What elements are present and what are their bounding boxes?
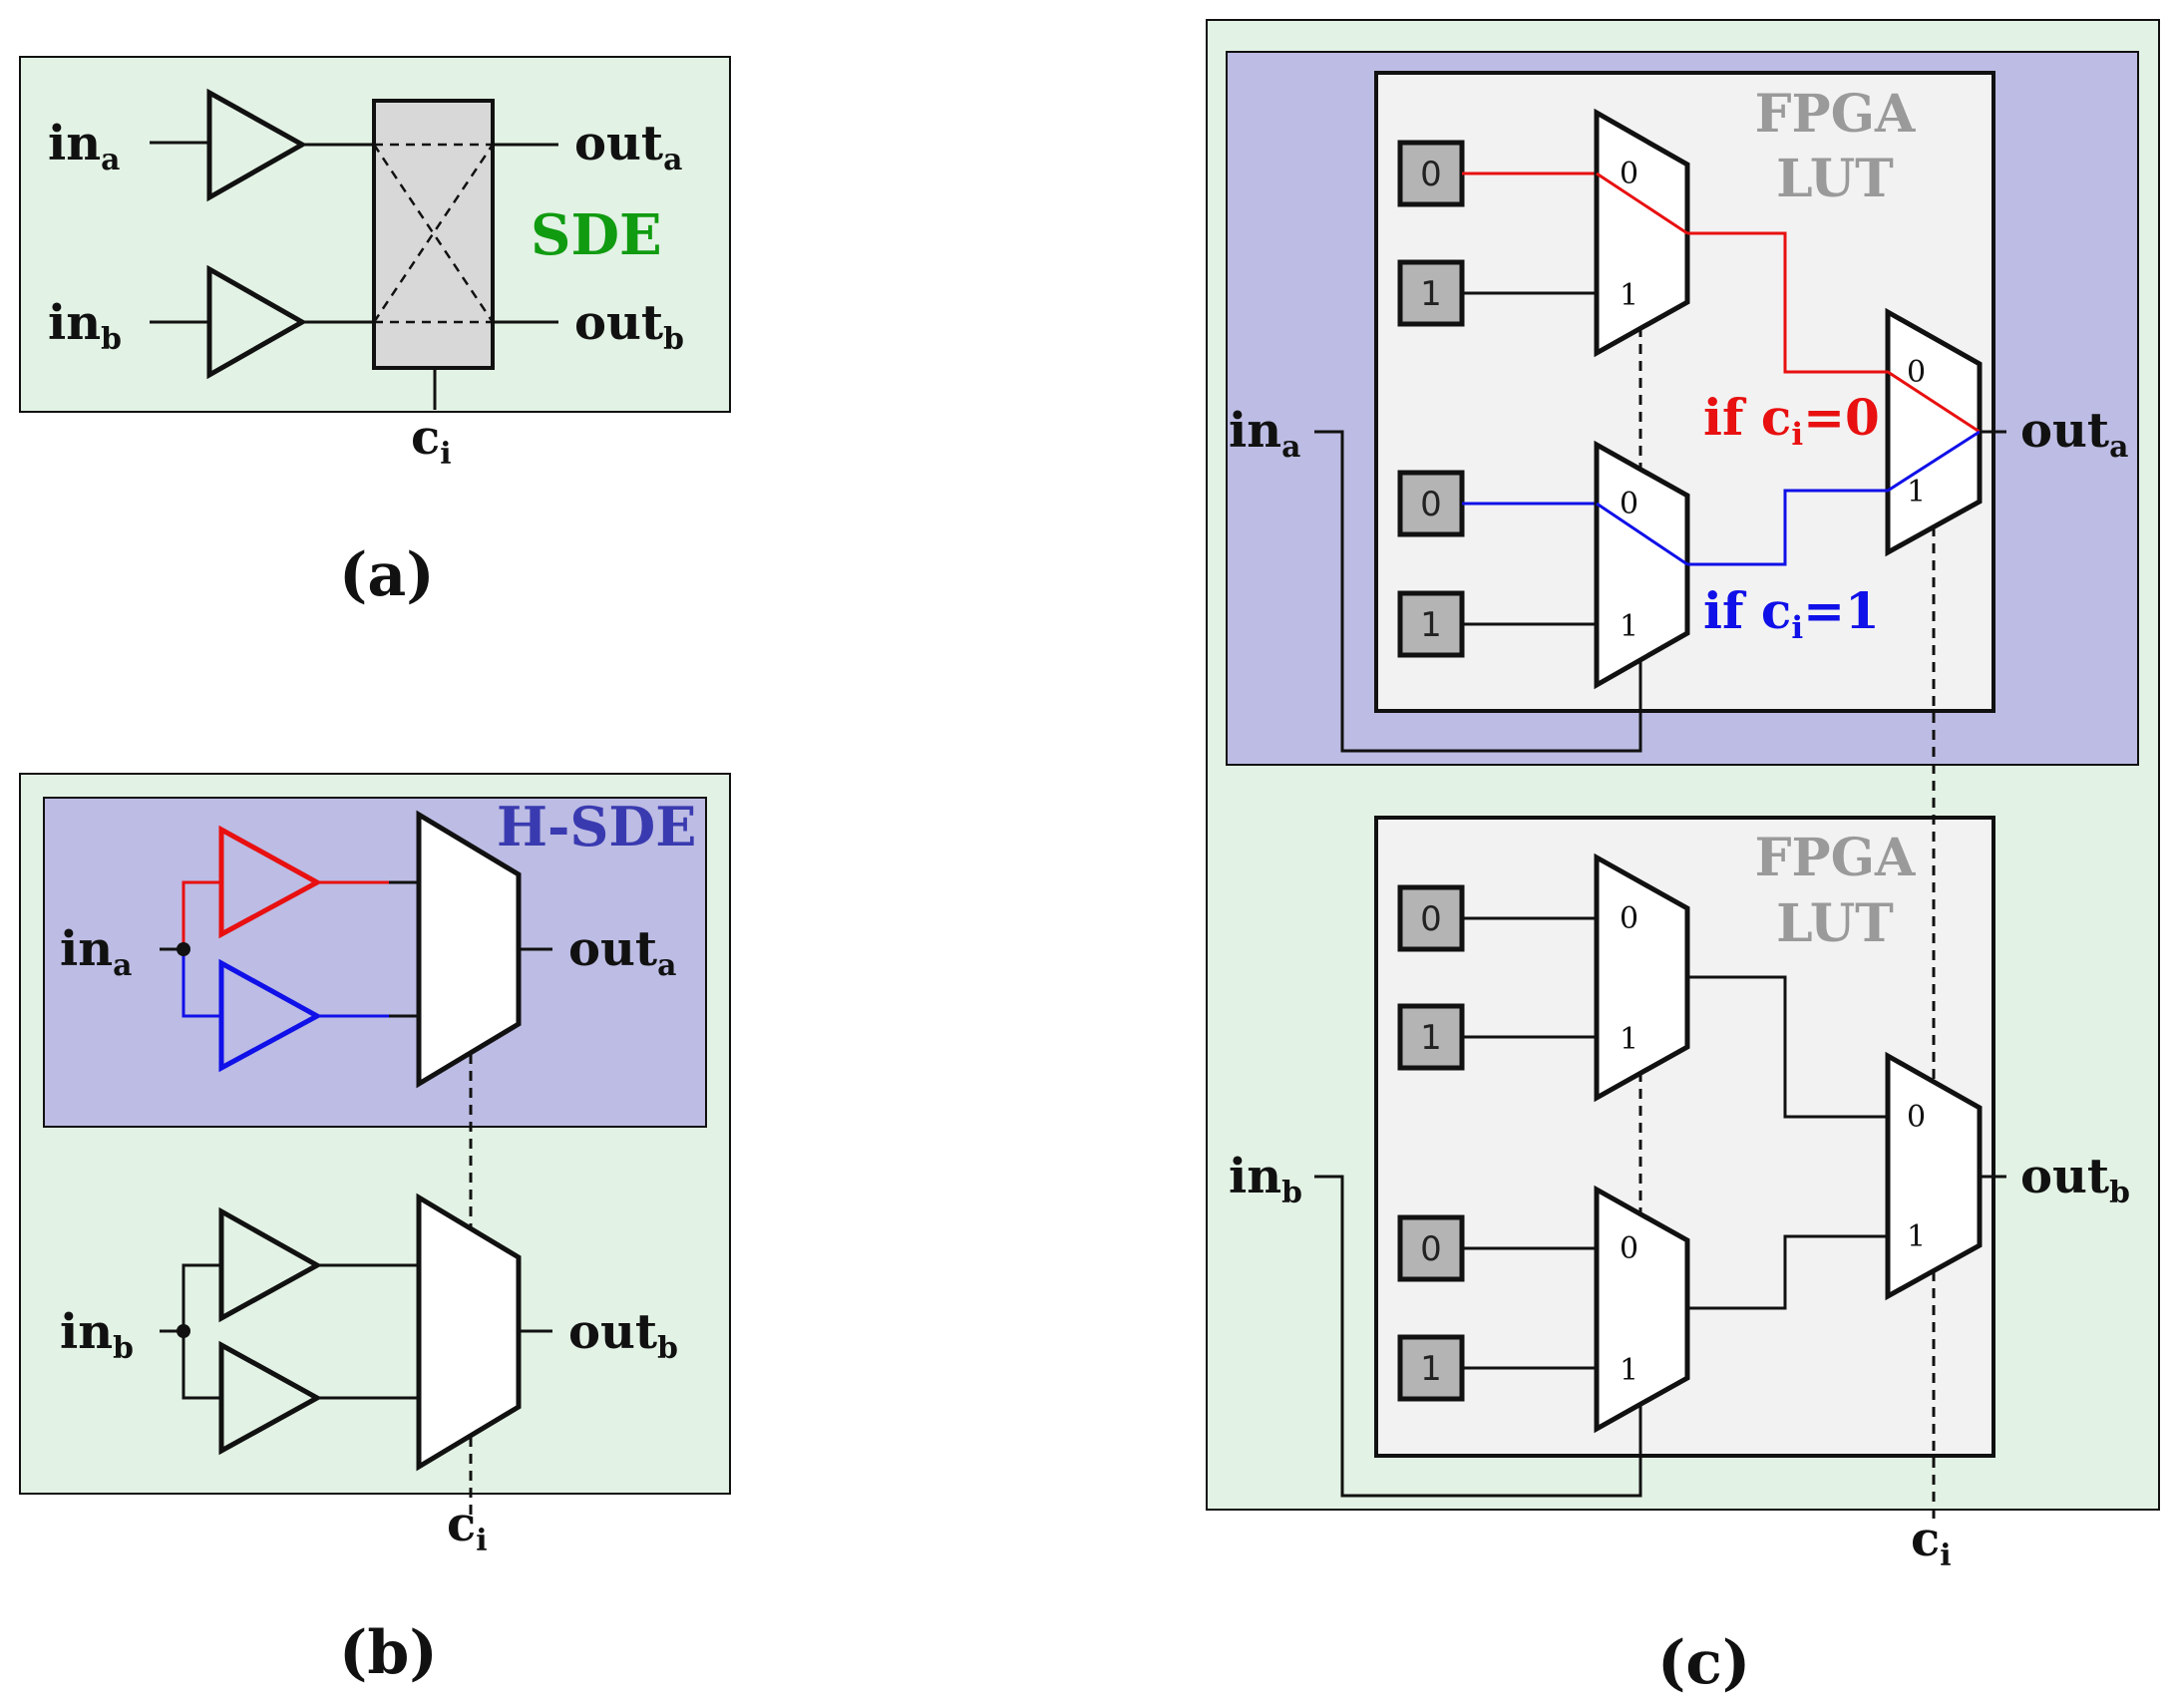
mux-input-label: 0 (1907, 355, 1926, 390)
input-a-label: ina (1229, 403, 1300, 465)
mux-input-label: 0 (1620, 487, 1638, 521)
control-label: ci (447, 1497, 488, 1558)
mux-icon (416, 1193, 522, 1472)
lut-title: LUT (1776, 149, 1894, 209)
mux-input-label: 0 (1620, 1231, 1638, 1266)
mux-icon (1594, 1185, 1690, 1434)
mux-input-label: 1 (1907, 475, 1926, 510)
panel-a-caption: (a) (339, 540, 435, 610)
condition-label-one: if ci=1 (1703, 581, 1880, 646)
bit-value: 1 (1420, 274, 1442, 314)
sde-tag: SDE (531, 202, 662, 268)
bit-cell (1397, 1003, 1465, 1071)
panel-b-caption: (b) (339, 1618, 438, 1688)
control-label: ci (411, 410, 452, 472)
bit-value: 0 (1420, 485, 1442, 524)
lut-title: FPGA (1755, 84, 1916, 145)
buffer-icon (206, 88, 308, 202)
bit-value: 0 (1420, 1229, 1442, 1269)
mux-input-label: 1 (1907, 1219, 1926, 1254)
bit-cell (1397, 884, 1465, 952)
bit-value: 1 (1420, 605, 1442, 645)
mux-input-label: 1 (1620, 278, 1638, 313)
bit-cell (1397, 1214, 1465, 1282)
junction-dot (177, 1324, 190, 1338)
mux-input-label: 1 (1620, 1353, 1638, 1388)
mux-input-label: 1 (1620, 1022, 1638, 1057)
mux-input-label: 0 (1907, 1100, 1926, 1135)
output-b-label: outb (2020, 1149, 2130, 1210)
mux-icon (1885, 1051, 1983, 1301)
output-b-label: outb (568, 1304, 678, 1366)
buffer-icon (218, 1206, 323, 1323)
mux-input-label: 1 (1620, 609, 1638, 644)
mux-icon (1594, 108, 1690, 358)
junction-dot (177, 942, 190, 956)
mux-icon (1885, 307, 1983, 557)
buffer-icon (218, 1340, 323, 1456)
output-a-label: outa (2020, 403, 2128, 465)
red-buffer-icon (218, 825, 323, 939)
input-a-label: ina (60, 921, 132, 983)
h-sde-tag: H-SDE (497, 795, 696, 858)
mux-input-label: 0 (1620, 901, 1638, 936)
lut-title: LUT (1776, 893, 1894, 954)
condition-label-zero: if ci=0 (1703, 388, 1880, 453)
panel-c-caption: (c) (1657, 1628, 1750, 1698)
bit-value: 0 (1420, 155, 1442, 194)
lut-title: FPGA (1755, 828, 1916, 888)
h-sde-block (43, 797, 707, 1128)
panel-c: FPGA LUT 0 1 0 1 0 1 0 1 0 1 if ci=0 if … (1206, 19, 2160, 1698)
blue-buffer-icon (218, 958, 323, 1073)
panel-a: ina inb outa outb SDE ci (a) (19, 56, 731, 610)
input-b-label: inb (1229, 1149, 1302, 1210)
input-b-label: inb (60, 1304, 134, 1366)
mux-input-label: 0 (1620, 157, 1638, 191)
bit-value: 1 (1420, 1349, 1442, 1389)
bit-cell (1397, 140, 1465, 207)
output-a-label: outa (574, 116, 682, 177)
bit-value: 1 (1420, 1018, 1442, 1058)
control-label: ci (1911, 1512, 1952, 1573)
bit-value: 0 (1420, 899, 1442, 939)
panel-b: H-SDE ina inb outa outb ci (b) (19, 773, 731, 1688)
input-b-label: inb (48, 295, 122, 357)
mux-icon (1594, 853, 1690, 1103)
output-a-label: outa (568, 921, 676, 983)
input-a-label: ina (48, 116, 120, 177)
output-b-label: outb (574, 295, 684, 357)
mux-icon (416, 810, 522, 1089)
buffer-icon (206, 264, 308, 380)
sde-switch-box (372, 99, 495, 370)
mux-icon (1594, 440, 1690, 690)
